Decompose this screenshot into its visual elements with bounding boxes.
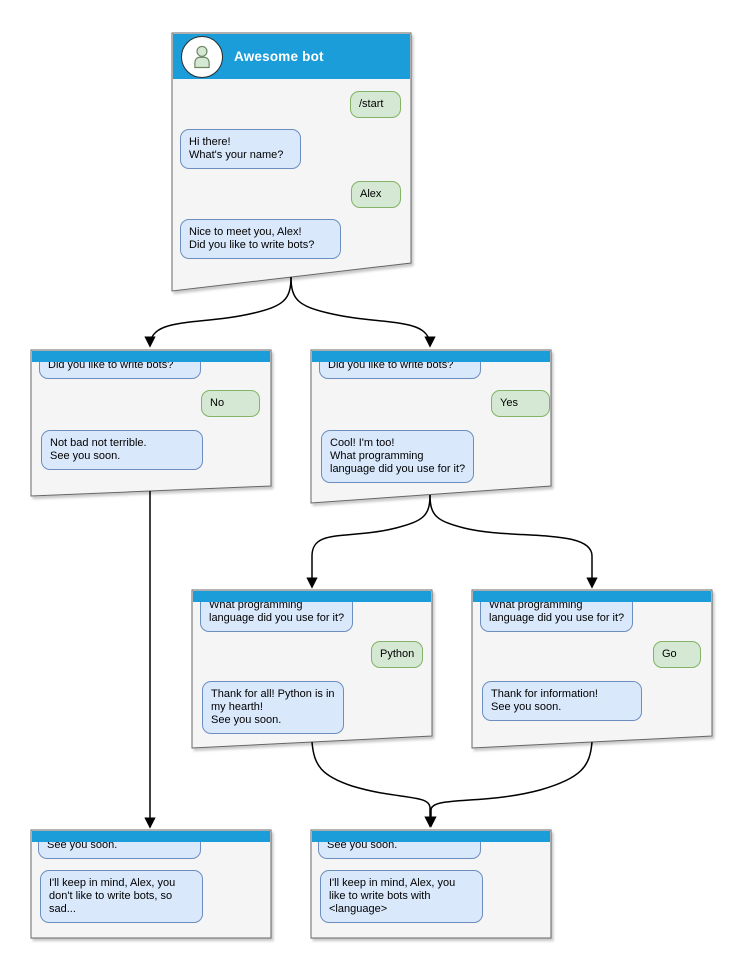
chat-window-yes-branch: Did you like to write bots? Yes Cool! I'… [311,350,551,503]
window-titlebar [312,351,550,362]
user-message-bubble: Yes [491,390,550,417]
bot-message-bubble: Thank for all! Python is in my hearth! S… [202,681,344,734]
window-titlebar: Awesome bot [173,34,410,79]
chat-window-go-branch: What programming language did you use fo… [472,590,712,748]
window-titlebar [32,831,270,842]
user-message-bubble: Go [653,641,701,668]
flow-arrow-go-to-end [425,741,593,828]
bot-message-bubble: Thank for information! See you soon. [482,681,642,721]
window-titlebar [473,591,711,602]
flow-arrow-start-to-yes [290,276,436,348]
flow-arrow-yes-to-go [429,494,598,589]
chat-window-no-branch: Did you like to write bots? No Not bad n… [31,350,271,496]
flow-arrow-python-to-end [311,741,436,828]
bot-message-bubble: Cool! I'm too! What programming language… [321,430,475,483]
window-titlebar [193,591,431,602]
user-message-bubble: No [201,390,260,417]
chat-window-end-yes: See you soon. I'll keep in mind, Alex, y… [311,830,551,938]
user-message-bubble: /start [350,91,401,118]
bot-message-bubble: Hi there! What's your name? [180,129,301,169]
bot-message-bubble: Nice to meet you, Alex! Did you like to … [180,219,341,259]
bot-message-bubble: I'll keep in mind, Alex, you like to wri… [320,870,483,923]
user-message-bubble: Alex [351,181,401,208]
user-message-bubble: Python [371,641,424,668]
chat-window-python-branch: What programming language did you use fo… [192,590,432,748]
person-icon [194,45,210,68]
chat-window-end-no: See you soon. I'll keep in mind, Alex, y… [31,830,271,938]
window-titlebar [32,351,270,362]
flow-arrow-yes-to-python [306,494,431,589]
chat-window-main: Awesome bot /start Hi there! What's your… [172,33,411,291]
bot-avatar [181,35,223,78]
bot-message-bubble: I'll keep in mind, Alex, you don't like … [40,870,203,923]
flow-arrow-start-to-no [144,276,292,348]
window-titlebar [312,831,550,842]
bot-message-bubble: Not bad not terrible. See you soon. [41,430,203,470]
window-title: Awesome bot [234,49,324,64]
